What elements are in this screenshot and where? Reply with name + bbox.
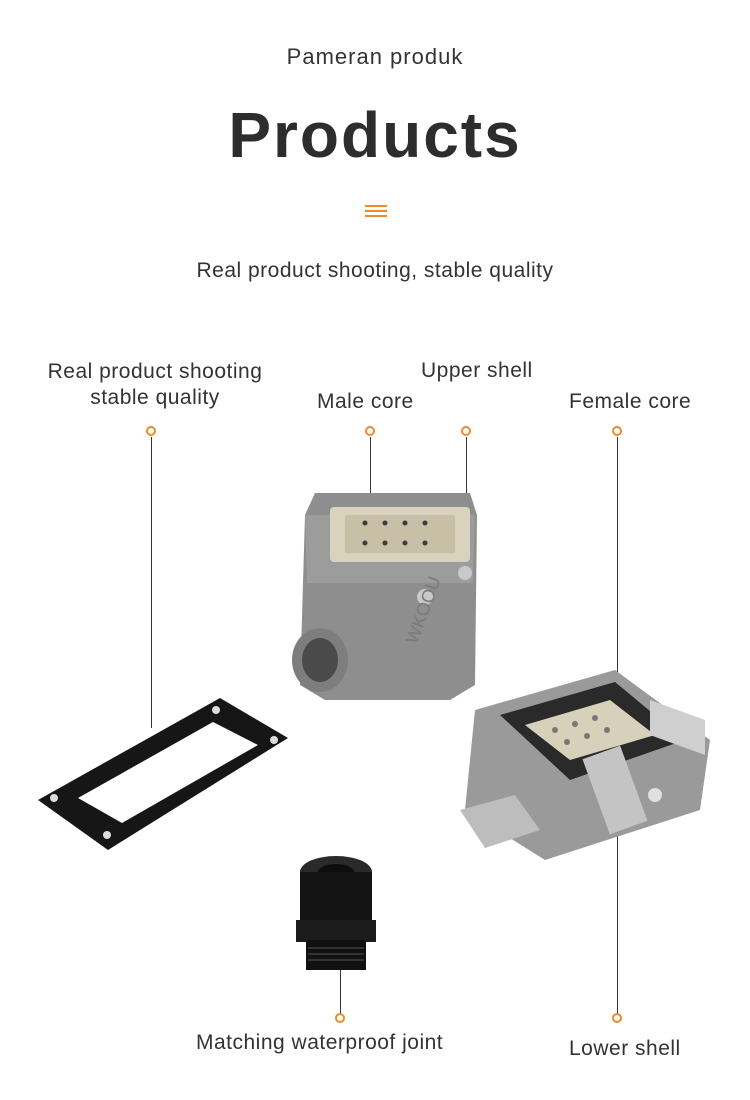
male-core-leader-line xyxy=(370,437,371,537)
waterproof-joint-image xyxy=(296,856,376,970)
male-core-marker-dot xyxy=(365,426,375,436)
gasket-marker-dot xyxy=(146,426,156,436)
lower-shell-image xyxy=(460,670,710,860)
page-title: Products xyxy=(228,99,522,171)
tagline: Real product shooting, stable quality xyxy=(196,259,554,282)
section-subtitle: Pameran produk xyxy=(286,44,464,69)
upper-shell-image: WKOOU xyxy=(292,493,477,700)
upper-shell-label: Upper shell xyxy=(421,359,533,382)
gasket-label: Real product shooting stable quality xyxy=(36,359,274,411)
menu-icon xyxy=(365,205,387,219)
female-core-label: Female core xyxy=(569,390,692,413)
male-core-label: Male core xyxy=(317,390,414,413)
gasket-label-line1: Real product shooting xyxy=(47,360,263,383)
lower-shell-marker-dot xyxy=(612,1013,622,1023)
lower-shell-label: Lower shell xyxy=(569,1037,681,1060)
female-core-marker-dot xyxy=(612,426,622,436)
waterproof-joint-leader-line xyxy=(340,965,341,1015)
waterproof-joint-marker-dot xyxy=(335,1013,345,1023)
gasket-image xyxy=(38,698,288,850)
upper-shell-marker-dot xyxy=(461,426,471,436)
gasket-leader-line xyxy=(151,437,152,728)
gasket-label-line2: stable quality xyxy=(90,386,220,409)
waterproof-joint-label: Matching waterproof joint xyxy=(196,1031,444,1054)
